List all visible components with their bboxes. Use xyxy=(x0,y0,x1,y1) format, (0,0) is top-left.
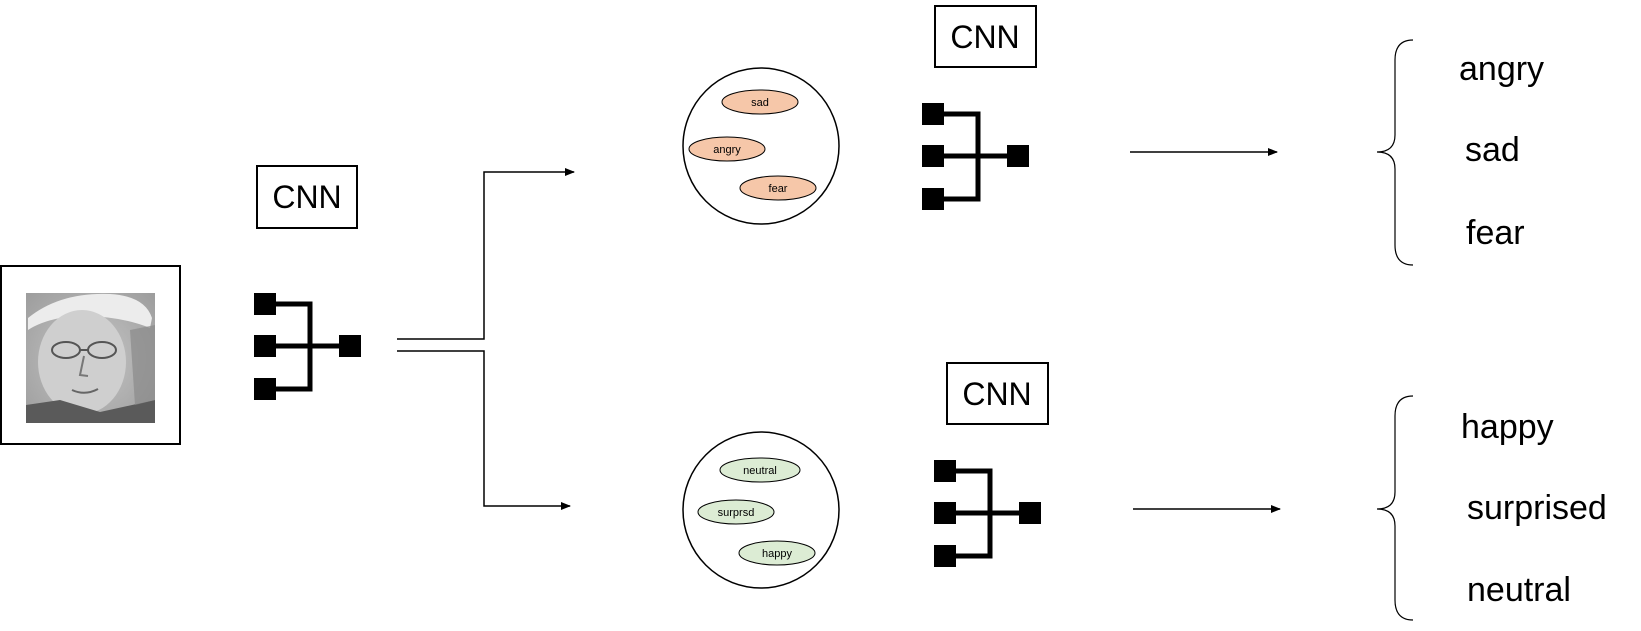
cluster-label-surprsd: surprsd xyxy=(718,507,755,519)
branch-negative-cnn-label: CNN xyxy=(934,5,1037,68)
stage1-network-icon xyxy=(254,293,361,400)
output-fear: fear xyxy=(1466,214,1525,252)
output-neutral: neutral xyxy=(1467,571,1571,609)
branch-positive-cnn-text: CNN xyxy=(962,376,1031,412)
cluster-label-neutral: neutral xyxy=(743,465,777,477)
branch-positive-brace xyxy=(1376,395,1414,621)
branch-positive-network-icon xyxy=(934,460,1041,567)
cluster-label-fear: fear xyxy=(769,183,788,195)
branch-positive-cnn-label: CNN xyxy=(946,362,1049,425)
branch-negative-cnn-text: CNN xyxy=(950,19,1019,55)
stage1-cnn-text: CNN xyxy=(272,179,341,215)
negative-emotion-cluster: sad angry fear xyxy=(682,67,840,225)
cluster-label-angry: angry xyxy=(713,144,741,156)
input-face-image xyxy=(0,265,181,445)
split-connector xyxy=(397,168,575,510)
branch-negative-brace xyxy=(1376,39,1414,266)
cluster-label-sad: sad xyxy=(751,97,769,109)
output-angry: angry xyxy=(1459,50,1544,88)
branch-negative-network-icon xyxy=(922,103,1029,210)
positive-emotion-cluster: neutral surprsd happy xyxy=(682,431,840,589)
output-surprised: surprised xyxy=(1467,489,1607,527)
branch-positive: neutral surprsd happy CNN happy surprise… xyxy=(682,362,1607,621)
stage1-cnn-label: CNN xyxy=(256,165,358,229)
output-sad: sad xyxy=(1465,131,1520,169)
cluster-label-happy: happy xyxy=(762,548,792,560)
branch-negative: sad angry fear CNN angry sad fear xyxy=(682,5,1544,266)
output-happy: happy xyxy=(1461,408,1554,446)
